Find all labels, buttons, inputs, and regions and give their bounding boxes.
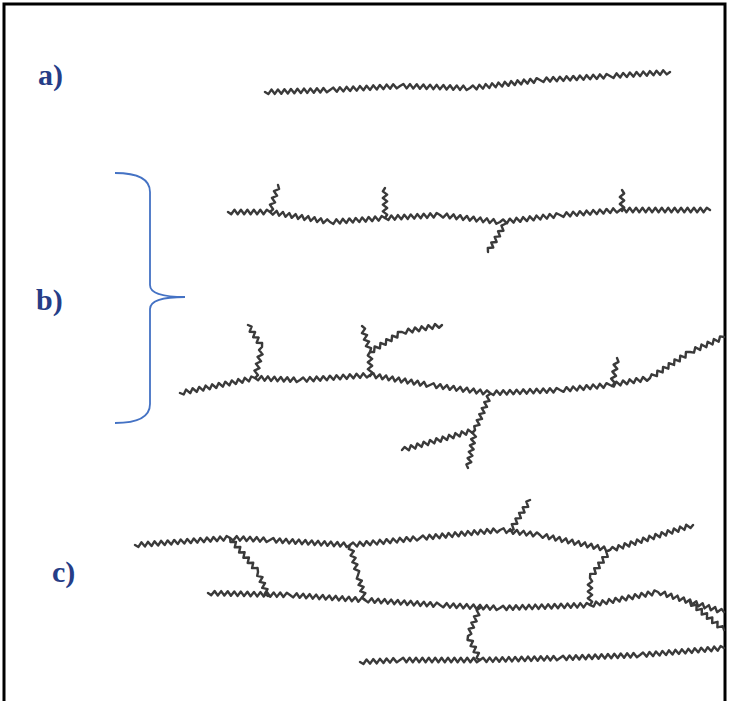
crosslink xyxy=(230,538,268,596)
crosslink xyxy=(468,608,480,660)
crosslink xyxy=(588,550,610,605)
frame xyxy=(4,4,725,701)
network-chain xyxy=(208,590,724,612)
part-label: a) xyxy=(38,60,63,90)
branch xyxy=(488,224,505,252)
network-chain xyxy=(360,646,724,664)
branch xyxy=(383,188,387,218)
branch xyxy=(370,324,442,352)
branch xyxy=(248,325,263,378)
part-label: b) xyxy=(36,285,63,315)
branch xyxy=(620,190,624,211)
linear-chain xyxy=(265,70,670,94)
branch xyxy=(690,602,724,630)
branched-chain xyxy=(228,208,710,224)
bracket xyxy=(115,173,185,423)
branch xyxy=(270,185,279,212)
crosslink xyxy=(349,545,366,600)
branch xyxy=(611,358,618,386)
branch xyxy=(510,500,530,531)
network-chain xyxy=(135,525,693,552)
part-label: c) xyxy=(52,557,75,587)
branch xyxy=(466,430,476,468)
branch xyxy=(402,394,490,450)
